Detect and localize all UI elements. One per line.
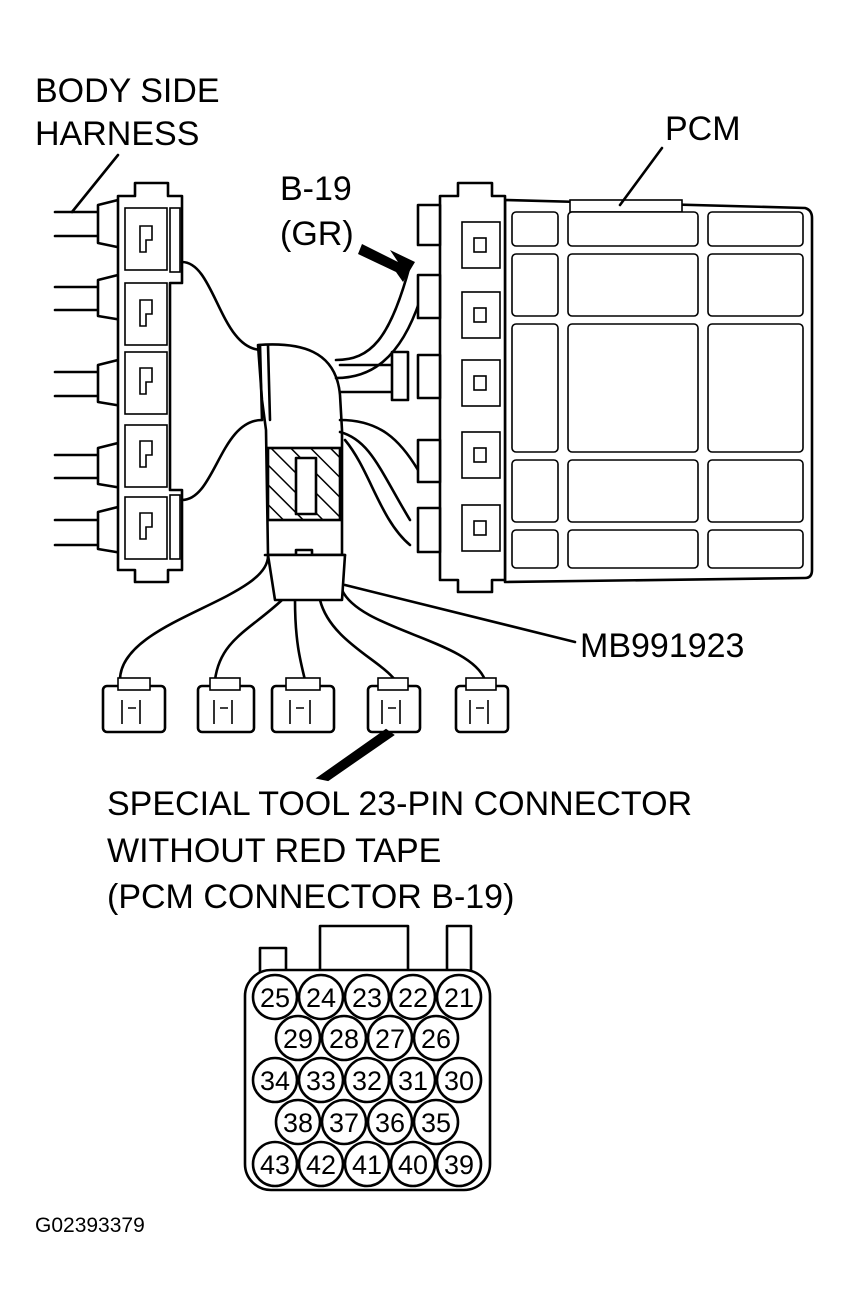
b19-arrow <box>358 244 415 282</box>
pin-39-label: 39 <box>444 1150 474 1180</box>
pin-26-circle <box>412 1014 460 1062</box>
tool-connector-3 <box>270 677 336 734</box>
tool-connectors <box>101 677 510 734</box>
pin-31-circle <box>389 1056 437 1104</box>
pin-24-circle <box>297 973 345 1021</box>
tool-connector-2 <box>196 677 256 734</box>
pin-25-label: 25 <box>260 983 290 1013</box>
pin-27-label: 27 <box>375 1024 405 1054</box>
pin-21-circle <box>435 973 483 1021</box>
pcm-plugs <box>416 203 442 554</box>
pin-26-label: 26 <box>421 1024 451 1054</box>
pin-39-circle <box>435 1140 483 1188</box>
tool-connector-4 <box>366 677 422 734</box>
pin-42-circle <box>297 1140 345 1188</box>
pin-23-circle <box>343 973 391 1021</box>
pin-21-label: 21 <box>444 983 474 1013</box>
pin-24-label: 24 <box>306 983 336 1013</box>
body-connector-cavities <box>124 207 181 560</box>
pin-22-circle <box>389 973 437 1021</box>
pin-25-circle <box>251 973 299 1021</box>
pin-27-circle <box>366 1014 414 1062</box>
pin-33-circle <box>297 1056 345 1104</box>
pin-34-circle <box>251 1056 299 1104</box>
pcm-leader <box>618 146 664 207</box>
pin-32-label: 32 <box>352 1066 382 1096</box>
tool-connector-1 <box>101 677 167 734</box>
special-tool-line2: WITHOUT RED TAPE <box>107 832 441 870</box>
pin-36-label: 36 <box>375 1108 405 1138</box>
pin-40-label: 40 <box>398 1150 428 1180</box>
pcm-connector-slots <box>461 221 501 552</box>
mb991923-leader <box>343 583 577 644</box>
pin-40-circle <box>389 1140 437 1188</box>
body-side-leader <box>70 153 120 214</box>
pcm-grid <box>511 211 804 569</box>
pin-grid: 25 24 23 22 21 29 28 27 26 34 33 32 31 30 38 37 36 35 43 42… <box>251 973 483 1188</box>
pin-30-circle <box>435 1056 483 1104</box>
pin-28-label: 28 <box>329 1024 359 1054</box>
tool-connector-5 <box>454 677 510 734</box>
b19-label-line1: B-19 <box>280 170 352 208</box>
figure-code: G02393379 <box>35 1214 145 1237</box>
mb991923-label: MB991923 <box>580 627 744 665</box>
special-tool-line1: SPECIAL TOOL 23-PIN CONNECTOR <box>107 785 692 823</box>
pin-35-circle <box>412 1098 460 1146</box>
special-tool-line3: (PCM CONNECTOR B-19) <box>107 878 514 916</box>
b19-label-line2: (GR) <box>280 215 354 253</box>
pin-34-label: 34 <box>260 1066 290 1096</box>
pin-43-circle <box>251 1140 299 1188</box>
pin-23-label: 23 <box>352 983 382 1013</box>
pin-38-circle <box>274 1098 322 1146</box>
pcm-label: PCM <box>665 110 741 148</box>
body-side-label-line2: HARNESS <box>35 115 199 153</box>
pin-face-connector: 25 24 23 22 21 29 28 27 26 34 33 32 31 30 38 37 36 35 43 42… <box>243 924 492 1192</box>
mb991923-harness <box>118 260 577 682</box>
pin-29-label: 29 <box>283 1024 313 1054</box>
pin-36-circle <box>366 1098 414 1146</box>
body-side-label-line1: BODY SIDE <box>35 72 220 110</box>
pin-37-circle <box>320 1098 368 1146</box>
pin-43-label: 43 <box>260 1150 290 1180</box>
pcm-unit <box>416 146 814 594</box>
pin-28-circle <box>320 1014 368 1062</box>
pin-41-circle <box>343 1140 391 1188</box>
pin-32-circle <box>343 1056 391 1104</box>
pin-31-label: 31 <box>398 1066 428 1096</box>
pin-42-label: 42 <box>306 1150 336 1180</box>
special-tool-arrow <box>315 728 395 782</box>
pin-22-label: 22 <box>398 983 428 1013</box>
pin-29-circle <box>274 1014 322 1062</box>
pin-38-label: 38 <box>283 1108 313 1138</box>
pin-37-label: 37 <box>329 1108 359 1138</box>
pin-41-label: 41 <box>352 1150 382 1180</box>
body-side-harness <box>53 181 184 584</box>
pin-33-label: 33 <box>306 1066 336 1096</box>
harness-wires <box>53 210 102 547</box>
pin-35-label: 35 <box>421 1108 451 1138</box>
pin-30-label: 30 <box>444 1066 474 1096</box>
